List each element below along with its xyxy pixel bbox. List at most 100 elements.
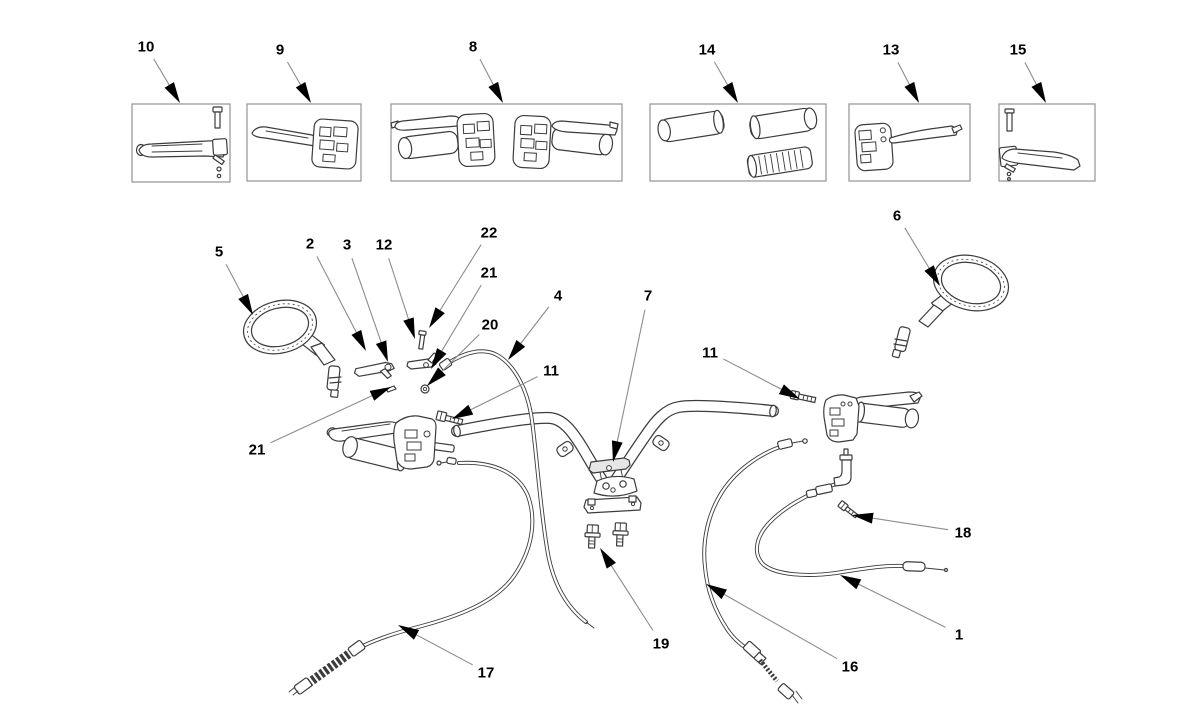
box9-left-switch-lever <box>251 118 359 170</box>
part-number-label: 18 <box>955 525 972 542</box>
leader-line <box>153 58 172 88</box>
clutch-cable <box>288 456 535 696</box>
arrowhead <box>398 625 420 640</box>
leader-line <box>467 376 538 412</box>
callout-15: 15 <box>1010 42 1046 103</box>
part-number-label: 20 <box>482 317 499 334</box>
pivot-bolt-head <box>212 106 223 113</box>
part-number-label: 5 <box>215 244 223 261</box>
lever-pivot-block <box>211 138 229 156</box>
arrowhead <box>429 307 445 328</box>
callout-2: 2 <box>306 236 366 351</box>
part-number-label: 19 <box>653 636 670 653</box>
leader-line <box>413 632 474 666</box>
mount-screw-left <box>435 410 464 425</box>
part-number-label: 3 <box>343 237 351 254</box>
part-number-label: 12 <box>376 237 393 254</box>
leader-line <box>713 61 730 88</box>
part-box-9 <box>246 103 362 182</box>
part-number-label: 11 <box>543 363 559 380</box>
clamp-bolts <box>584 522 629 549</box>
callout-17: 17 <box>398 625 494 682</box>
callout-1: 1 <box>840 575 963 644</box>
arrowhead <box>722 82 738 103</box>
arrowhead <box>706 584 727 600</box>
small-lever-parts <box>353 330 438 394</box>
leader-line <box>438 244 482 314</box>
callout-11: 11 <box>452 363 559 419</box>
box8-switch-assembly-pair <box>390 112 619 170</box>
arrowhead <box>840 575 862 590</box>
callout-22: 22 <box>429 225 497 328</box>
callout-11: 11 <box>702 345 800 399</box>
leader-line <box>316 256 359 336</box>
callout-12: 12 <box>376 237 415 339</box>
leader-line <box>855 582 946 628</box>
arrowhead <box>852 512 874 524</box>
leader-line <box>439 284 482 354</box>
bar-clamp-tab-right <box>652 434 670 452</box>
callout-21: 21 <box>431 265 497 369</box>
callout-3: 3 <box>343 237 388 362</box>
leader-line <box>225 263 246 300</box>
arrowhead <box>488 81 503 103</box>
box14-grips-throttle <box>657 107 818 178</box>
part-number-label: 8 <box>469 39 477 56</box>
right-mirror <box>891 254 1010 359</box>
arrowhead <box>924 265 940 286</box>
throttle-cable <box>702 438 808 704</box>
leader-line <box>518 306 550 347</box>
callout-18: 18 <box>852 512 972 542</box>
part-box-10 <box>131 103 231 183</box>
callout-19: 19 <box>600 548 669 653</box>
leader-line <box>904 227 932 271</box>
part-box-13 <box>848 103 971 182</box>
part-number-label: 2 <box>306 236 314 253</box>
callout-10: 10 <box>138 39 180 103</box>
part-number-label: 11 <box>702 345 718 362</box>
arrowhead <box>904 81 919 103</box>
part-number-label: 21 <box>249 442 266 459</box>
arrowhead <box>403 317 415 339</box>
box15-brake-lever <box>998 108 1081 182</box>
part-number-label: 16 <box>842 659 859 676</box>
leader-line <box>1024 62 1039 88</box>
arrowhead <box>452 404 474 419</box>
box10-brake-lever <box>135 106 229 179</box>
part-number-label: 9 <box>276 42 284 59</box>
leader-line <box>439 334 480 374</box>
part-box-14 <box>649 103 827 182</box>
part-number-label: 14 <box>699 42 716 59</box>
callout-7: 7 <box>611 288 652 462</box>
arrowhead <box>369 387 391 401</box>
part-number-label: 13 <box>883 42 900 59</box>
part-number-label: 7 <box>644 288 652 305</box>
arrowhead <box>295 82 311 103</box>
callout-8: 8 <box>469 39 503 103</box>
arrowhead <box>427 367 446 386</box>
arrowhead <box>600 548 616 569</box>
leader-line <box>351 257 383 346</box>
part-box-15 <box>998 103 1096 182</box>
leader-line <box>869 517 949 531</box>
part-number-label: 1 <box>955 627 963 644</box>
right-switch-assembly <box>823 391 923 443</box>
part-number-label: 6 <box>893 208 901 225</box>
callout-6: 6 <box>893 208 940 286</box>
part-number-label: 17 <box>478 665 495 682</box>
leader-line <box>479 59 496 88</box>
left-switch-assembly <box>326 415 455 472</box>
callout-14: 14 <box>699 42 738 103</box>
arrowhead <box>238 293 253 315</box>
starter-cable <box>754 448 949 577</box>
part-boxes <box>131 103 1096 183</box>
part-number-label: 4 <box>554 288 563 305</box>
leader-line <box>609 562 654 631</box>
arrowhead <box>611 440 623 462</box>
throttle-tube <box>746 146 813 178</box>
part-number-label: 15 <box>1010 42 1027 59</box>
arrowhead <box>351 329 366 351</box>
handlebar-clamp <box>583 457 642 514</box>
